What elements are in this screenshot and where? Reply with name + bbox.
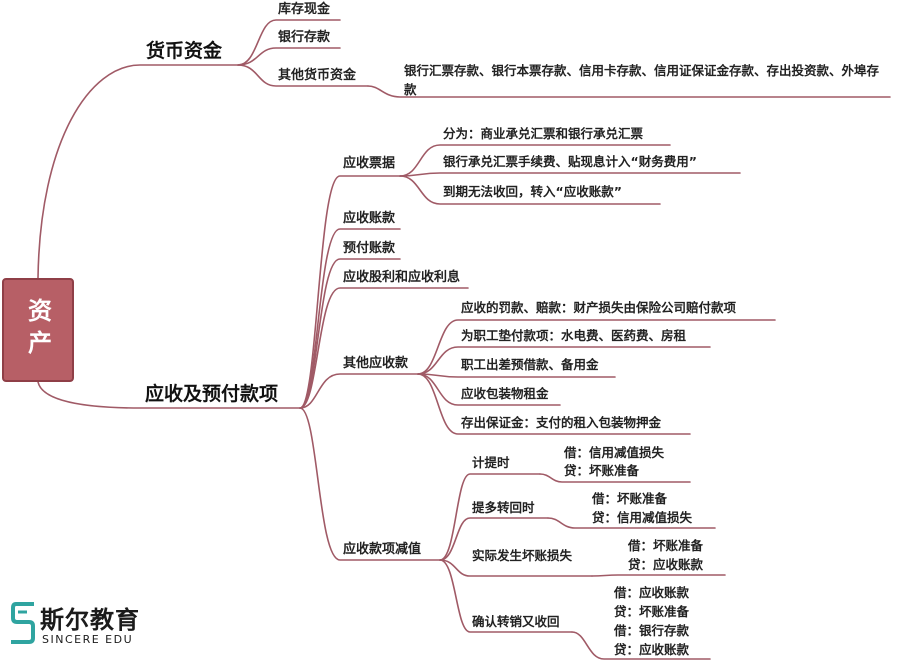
- node-impairment-accrual: 计提时: [472, 455, 510, 470]
- node-bank-deposit: 银行存款: [278, 30, 331, 45]
- entry-recovery-debit-2: 借：银行存款: [614, 623, 690, 638]
- root-node: 资产: [2, 278, 74, 382]
- node-cash-on-hand: 库存现金: [278, 2, 331, 17]
- entry-recovery-credit-2: 贷：应收账款: [614, 642, 690, 657]
- brand-name-cn: 斯尔教育: [40, 606, 140, 634]
- entry-reversal-credit: 贷：信用减值损失: [592, 510, 693, 525]
- entry-accrual-credit: 贷：坏账准备: [564, 463, 640, 478]
- entry-accrual-debit: 借：信用减值损失: [564, 445, 665, 460]
- entry-loss-debit: 借：坏账准备: [628, 538, 704, 553]
- entry-loss-credit: 贷：应收账款: [628, 557, 704, 572]
- node-notes-item-1: 分为：商业承兑汇票和银行承兑汇票: [443, 126, 644, 141]
- node-notes-item-2: 银行承兑汇票手续费、贴现息计入“财务费用”: [443, 154, 697, 169]
- entry-recovery-debit-1: 借：应收账款: [614, 585, 690, 600]
- root-label: 资产: [23, 298, 52, 362]
- node-other-item-5: 存出保证金：支付的租入包装物押金: [461, 415, 662, 430]
- entry-recovery-credit-1: 贷：坏账准备: [614, 604, 690, 619]
- topic-receivables-prepayments: 应收及预付款项: [145, 383, 279, 405]
- node-other-monetary-funds: 其他货币资金: [278, 68, 357, 83]
- brand-mark-icon: [11, 602, 35, 644]
- node-notes-receivable: 应收票据: [343, 156, 396, 171]
- node-other-item-4: 应收包装物租金: [461, 386, 549, 401]
- node-other-receivables: 其他应收款: [343, 356, 409, 371]
- node-dividends-interest-receivable: 应收股利和应收利息: [343, 270, 461, 285]
- node-other-item-1: 应收的罚款、赔款：财产损失由保险公司赔付款项: [461, 300, 737, 315]
- node-other-item-3: 职工出差预借款、备用金: [461, 357, 599, 372]
- node-receivables-impairment: 应收款项减值: [343, 542, 422, 557]
- node-prepayments: 预付账款: [343, 241, 396, 256]
- node-impairment-actual-loss: 实际发生坏账损失: [472, 548, 573, 563]
- node-other-monetary-detail: 银行汇票存款、银行本票存款、信用卡存款、信用证保证金存款、存出投资款、外埠存款: [404, 63, 880, 97]
- brand-name-en: SINCERE EDU: [42, 633, 134, 646]
- node-impairment-reversal: 提多转回时: [472, 500, 535, 515]
- brand-logo: 斯尔教育 SINCERE EDU: [10, 598, 170, 658]
- node-notes-item-3: 到期无法收回，转入“应收账款”: [443, 184, 622, 199]
- entry-reversal-debit: 借：坏账准备: [592, 491, 668, 506]
- node-impairment-recovery: 确认转销又收回: [472, 614, 560, 629]
- topic-monetary-funds: 货币资金: [146, 40, 223, 62]
- node-accounts-receivable: 应收账款: [343, 211, 396, 226]
- node-other-item-2: 为职工垫付款项：水电费、医药费、房租: [461, 328, 687, 343]
